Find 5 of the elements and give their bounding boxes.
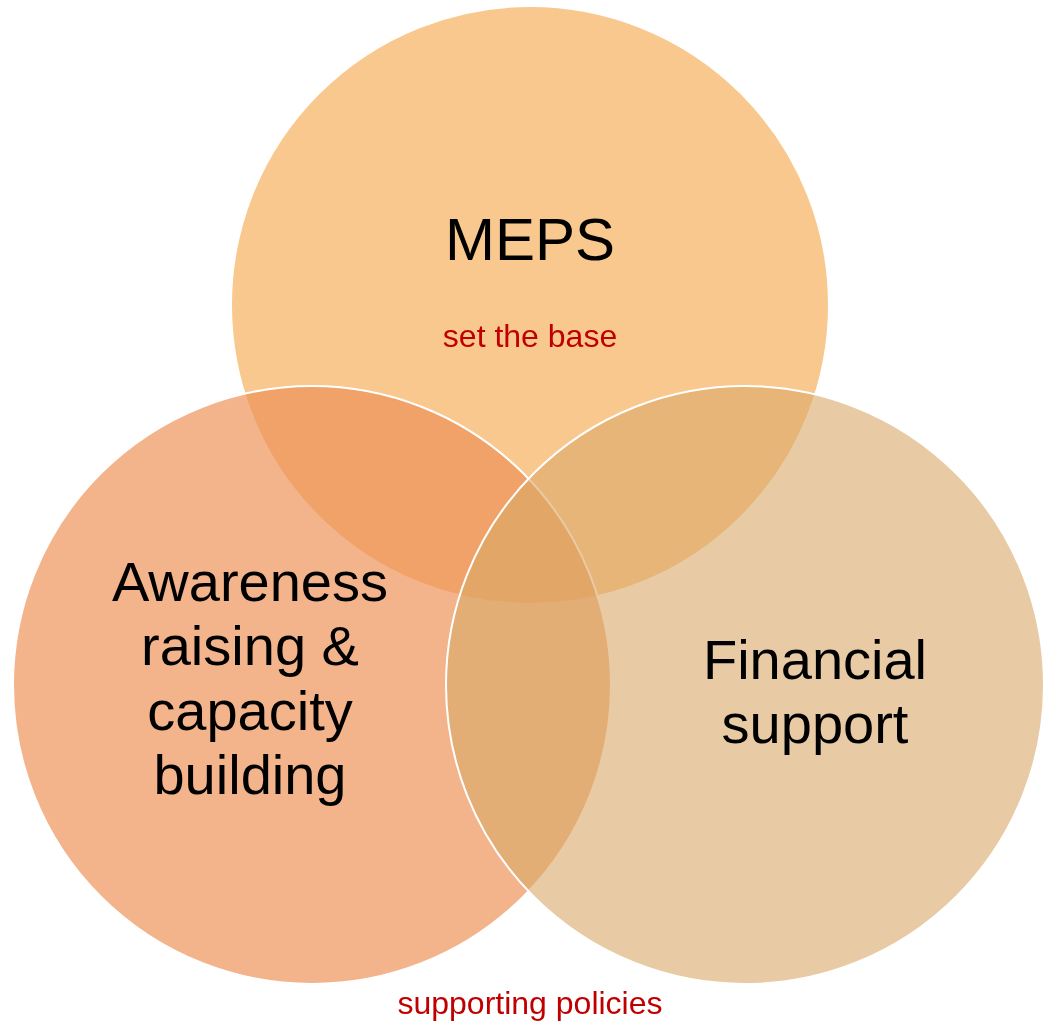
- caption-text: supporting policies: [396, 985, 664, 1022]
- circle-subtitle: set the base: [441, 318, 619, 355]
- circle-title: Awareness raising & capacity building: [111, 550, 389, 808]
- circle-title: Financial support: [701, 628, 929, 757]
- circle-title: MEPS: [443, 205, 616, 274]
